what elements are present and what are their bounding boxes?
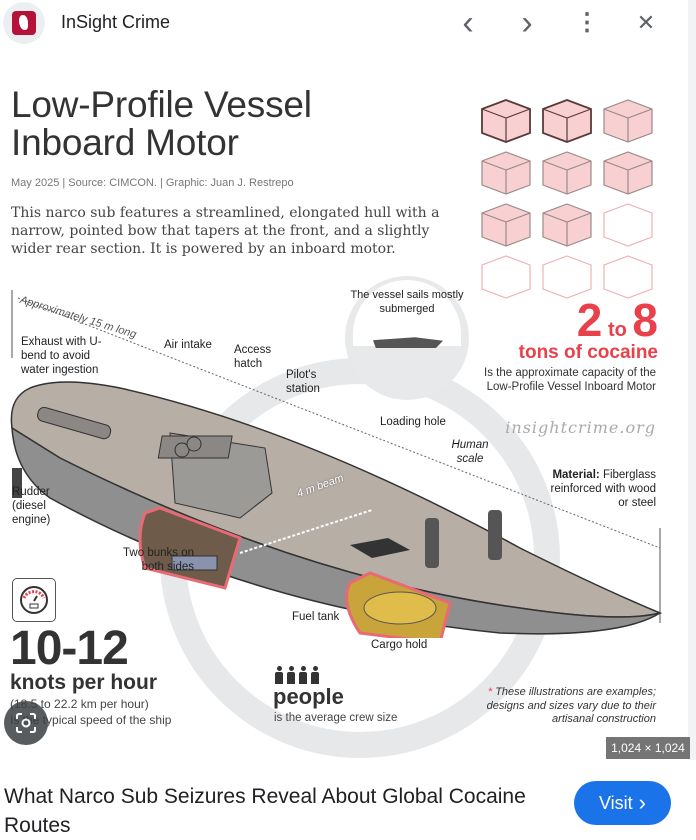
access-hatch-label: Access hatch (234, 344, 272, 370)
close-button[interactable]: ✕ (630, 8, 662, 38)
capacity-unit: tons of cocaine (518, 342, 658, 363)
title-line-2: Inboard Motor (11, 122, 239, 163)
material-label-bold: Material: (552, 469, 600, 481)
disclaimer-text: These illustrations are examples; design… (486, 686, 656, 725)
speedometer-graphic (20, 586, 48, 614)
chevron-left-icon: ‹ (462, 4, 474, 42)
scrollbar[interactable] (688, 0, 696, 760)
more-options-button[interactable]: ⋮ (571, 8, 603, 38)
cube-icon-empty (542, 255, 592, 299)
rudder (12, 468, 22, 498)
bunks-label: Two bunks on both sides (123, 547, 194, 573)
air-intake-2 (186, 436, 202, 452)
infographic-meta: May 2025 | Source: CIMCON. | Graphic: Ju… (11, 177, 294, 189)
beam-line (239, 509, 373, 554)
material-label-text: Fiberglass reinforced with wood or steel (550, 469, 656, 509)
bunk (171, 555, 218, 571)
source-page-title[interactable]: What Narco Sub Seizures Reveal About Glo… (4, 785, 526, 837)
capacity-to: 8 (632, 294, 658, 346)
rudder-label: Rudder (diesel engine) (12, 486, 51, 526)
capacity-range: 2 to 8 (577, 297, 658, 343)
watermark: insightcrime.org (505, 418, 656, 437)
disclaimer-star: * (487, 686, 493, 698)
speed-conversion: (18.5 to 22.2 km per hour) (10, 697, 149, 711)
cube-icon-filled (481, 99, 531, 143)
person-icon (274, 666, 284, 684)
capacity-description: Is the approximate capacity of the Low-P… (484, 367, 656, 393)
disclaimer: * These illustrations are examples; desi… (456, 686, 656, 727)
cube-icon-filled (603, 151, 653, 195)
previous-image-button[interactable]: ‹ (452, 4, 484, 42)
next-image-button[interactable]: › (511, 4, 543, 42)
chevron-right-icon: › (638, 790, 646, 815)
length-dimension-line (17, 297, 661, 549)
visit-button[interactable]: Visit› (574, 781, 671, 825)
submerged-callout: The vessel sails mostly submerged (345, 276, 469, 400)
loading-hole (350, 538, 410, 558)
close-icon: ✕ (636, 10, 656, 35)
infographic-description: This narco sub features a streamlined, e… (11, 205, 440, 257)
insightcrime-logo-icon (12, 11, 36, 35)
submerged-note: The vessel sails mostly submerged (350, 289, 464, 315)
narco-sub-illustration (10, 290, 663, 638)
person-icon (286, 666, 296, 684)
chevron-right-icon: › (521, 4, 533, 42)
air-intake-1 (174, 442, 190, 458)
cube-icon-filled (542, 99, 592, 143)
cube-icon-filled (542, 203, 592, 247)
speed-unit: knots per hour (10, 671, 158, 694)
cargo-hold-label: Cargo hold (371, 639, 428, 651)
speed-description: Is the typical speed of the ship (10, 713, 172, 727)
exhaust-pipe (37, 406, 112, 440)
speed-details: (18.5 to 22.2 km per hour) Is the typica… (10, 696, 171, 728)
material-label: Material: Fiberglass reinforced with woo… (548, 468, 656, 510)
google-lens-icon (16, 713, 36, 733)
people-icon (274, 666, 320, 684)
cube-icon-filled (481, 151, 531, 195)
fuel-tank-shape (363, 591, 437, 625)
person-icon (298, 666, 308, 684)
capacity-from: 2 (576, 294, 603, 346)
crew-description: is the average crew size (274, 712, 398, 724)
infographic-image[interactable]: Low-Profile Vessel Inboard Motor May 202… (0, 48, 688, 760)
pilot-station-label: Pilot's station (286, 369, 320, 395)
site-favicon[interactable] (3, 2, 45, 44)
title-line-1: Low-Profile Vessel (11, 84, 312, 125)
mini-sub-icon (373, 337, 443, 348)
site-name[interactable]: InSight Crime (61, 12, 171, 32)
speed-value: 10-12 (10, 622, 129, 675)
crew-word: people (273, 684, 344, 709)
google-lens-button[interactable] (4, 701, 48, 745)
more-vert-icon: ⋮ (575, 9, 599, 36)
human-figure-2 (488, 510, 502, 560)
air-intake-label: Air intake (164, 339, 212, 351)
infographic-title: Low-Profile Vessel Inboard Motor (11, 86, 312, 162)
cube-icon-empty (603, 203, 653, 247)
cube-icon-empty (481, 255, 531, 299)
visit-label: Visit (598, 793, 633, 813)
viewer-header: InSight Crime ‹ › ⋮ ✕ (0, 0, 696, 46)
cube-icon-filled (481, 203, 531, 247)
fuel-tank-label: Fuel tank (292, 611, 340, 623)
cube-icon-empty (603, 255, 653, 299)
speedometer-icon (12, 578, 56, 622)
capacity-to-word: to (607, 319, 627, 341)
image-dimensions-badge: 1,024 × 1,024 (606, 737, 690, 759)
human-figure-1 (425, 518, 439, 568)
cube-icon-filled (542, 151, 592, 195)
human-scale-label: Human scale (451, 439, 489, 465)
person-icon (310, 666, 320, 684)
loading-hole-label: Loading hole (380, 416, 446, 428)
exhaust-label: Exhaust with U-bend to avoid water inges… (21, 336, 102, 376)
cube-icon-filled (603, 99, 653, 143)
